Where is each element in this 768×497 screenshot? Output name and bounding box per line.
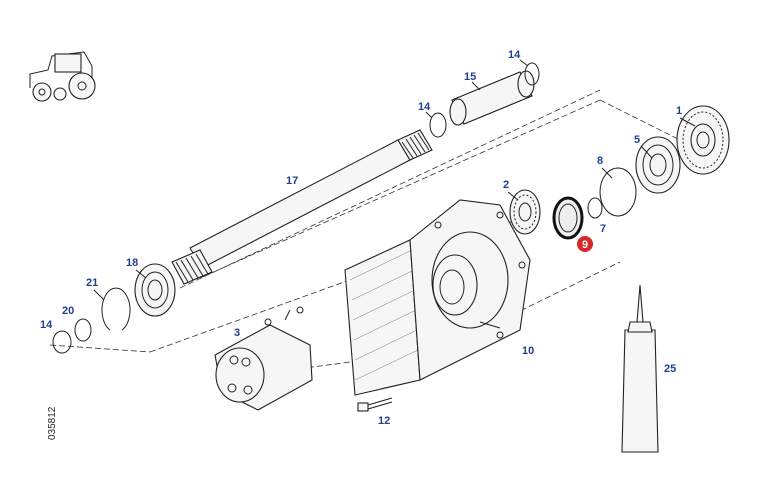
callout-12: 12 — [378, 415, 390, 427]
callout-3: 3 — [234, 327, 240, 339]
circlip-part-7[interactable] — [587, 197, 603, 219]
callout-7: 7 — [600, 223, 606, 235]
callout-25: 25 — [664, 363, 676, 375]
ring-part-14-top[interactable] — [524, 62, 540, 86]
tractor-thumbnail-icon — [29, 51, 96, 102]
callout-18: 18 — [126, 257, 138, 269]
gear-part-1[interactable] — [676, 105, 730, 175]
sleeve-part-15[interactable] — [449, 70, 535, 126]
shaft-part-17[interactable] — [171, 129, 433, 285]
ring-part-14-left[interactable] — [52, 330, 72, 354]
ring-part-8[interactable] — [599, 167, 637, 217]
bearing-part-5[interactable] — [635, 136, 681, 194]
circlip-part-21[interactable] — [101, 287, 131, 331]
callout-9: 9 — [582, 239, 588, 251]
sealant-tube-part-25[interactable] — [621, 284, 659, 453]
ring-part-20[interactable] — [74, 318, 92, 342]
gear-part-2[interactable] — [509, 189, 541, 235]
callout-9-badge — [577, 236, 593, 252]
bearing-part-18[interactable] — [134, 263, 176, 317]
callout-14-mid: 14 — [418, 101, 431, 113]
callout-14-top: 14 — [508, 49, 521, 61]
callout-8: 8 — [597, 155, 603, 167]
bolt-part-12[interactable] — [357, 397, 393, 412]
seal-part-9[interactable] — [552, 196, 584, 240]
drawing-reference-number: 035812 — [47, 406, 58, 440]
callout-2: 2 — [503, 179, 509, 191]
callout-5: 5 — [634, 134, 640, 146]
callout-20: 20 — [62, 305, 74, 317]
housing-part-10[interactable] — [344, 199, 531, 396]
callout-1: 1 — [676, 105, 682, 117]
callout-21: 21 — [86, 277, 98, 289]
hydraulic-motor-part-3[interactable] — [214, 306, 313, 411]
callout-14-left: 14 — [40, 319, 53, 331]
callout-17: 17 — [286, 175, 298, 187]
callout-10: 10 — [522, 345, 534, 357]
callout-15: 15 — [464, 71, 476, 83]
ring-part-14-mid[interactable] — [429, 112, 447, 138]
